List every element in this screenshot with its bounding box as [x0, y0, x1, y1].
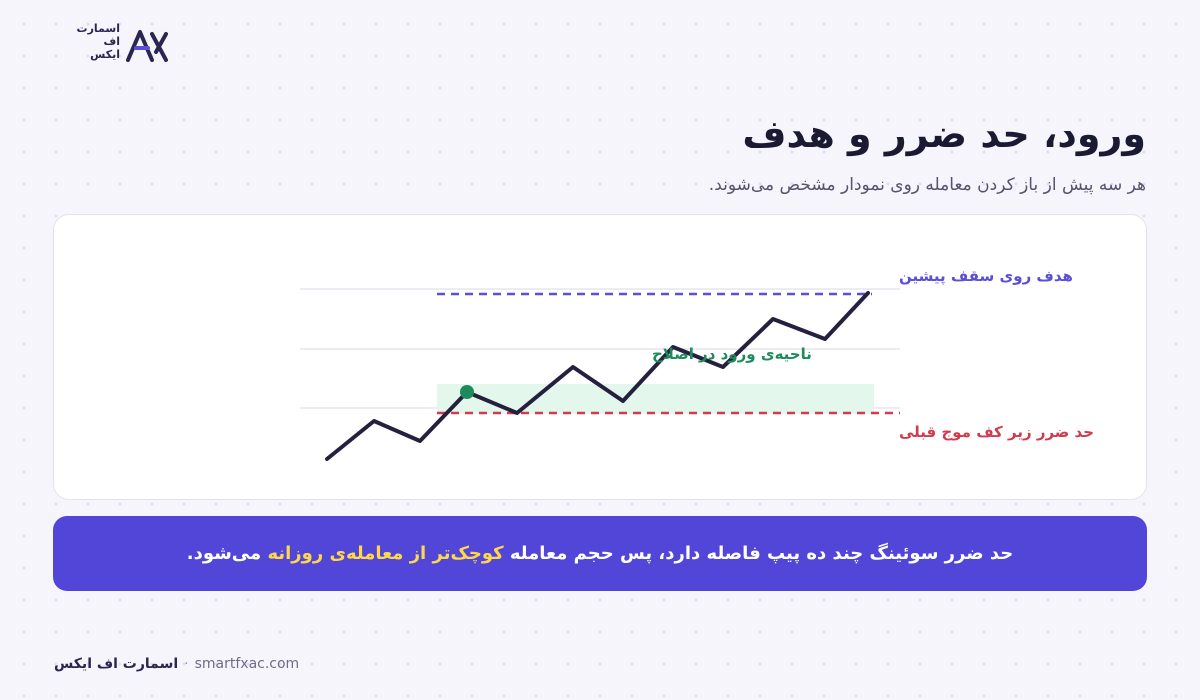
info-banner-part-1: حد ضرر سوئینگ چند ده پیپ فاصله دارد، پس … — [503, 543, 1014, 564]
info-banner-highlight: کوچک‌تر از معامله‌ی روزانه — [267, 543, 504, 564]
diagram-card: هدف روی سقف پیشین ناحیه‌ی ورود در اصلاح … — [53, 214, 1147, 500]
footer-separator: · — [184, 656, 189, 672]
stop-loss-label: حد ضرر زیر کف موج قبلی — [899, 423, 1094, 441]
entry-point-marker — [460, 385, 474, 399]
entry-zone-label: ناحیه‌ی ورود در اصلاح — [652, 345, 812, 363]
target-label: هدف روی سقف پیشین — [899, 267, 1073, 286]
logo-line-2: اف — [103, 35, 120, 48]
logo-text: اسمارت اف ایکس — [72, 22, 120, 61]
page-title: ورود، حد ضرر و هدف — [742, 112, 1146, 156]
price-path — [325, 291, 870, 461]
info-banner-part-2: می‌شود. — [186, 543, 268, 564]
logo-line-3: ایکس — [90, 48, 120, 61]
info-banner-text: حد ضرر سوئینگ چند ده پیپ فاصله دارد، پس … — [187, 543, 1014, 564]
footer-url[interactable]: smartfxac.com — [194, 656, 300, 672]
brand-logo: اسمارت اف ایکس — [72, 22, 172, 70]
footer-brand: اسمارت اف ایکس — [54, 656, 179, 672]
page-subtitle: هر سه پیش از باز کردن معامله روی نمودار … — [708, 175, 1146, 195]
footer: اسمارت اف ایکس · smartfxac.com — [54, 656, 299, 672]
entry-zone — [437, 384, 874, 414]
trade-levels-diagram: هدف روی سقف پیشین ناحیه‌ی ورود در اصلاح … — [300, 267, 1094, 461]
logo-line-1: اسمارت — [76, 22, 120, 35]
info-banner: حد ضرر سوئینگ چند ده پیپ فاصله دارد، پس … — [53, 516, 1147, 591]
logo-mark-icon — [126, 30, 168, 62]
